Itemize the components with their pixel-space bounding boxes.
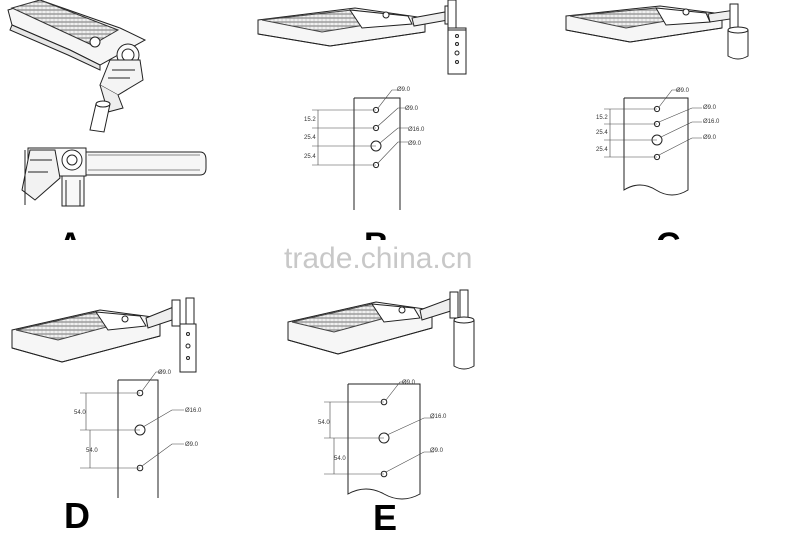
panel-e-bracket [419,289,469,321]
panel-e-hole-label-1: Ø9.0 [402,380,416,386]
panel-d-hole-label-1: Ø9.0 [158,370,172,376]
panel-e-dim-2: 54.0 [334,456,346,462]
panel-a-fixture-top [7,0,147,71]
panel-d-hole-label-3: Ø9.0 [185,442,199,448]
watermark: trade.china.cn [284,242,472,275]
panel-d-labels: Ø9.0 Ø16.0 Ø9.0 54.0 54.0 [74,370,202,454]
panel-d [11,297,197,498]
panel-d-hole-label-2: Ø16.0 [185,408,202,414]
panel-d-letter: D [64,495,90,534]
panel-c-hole-label-2: Ø9.0 [703,105,717,111]
panel-c-post [727,26,749,60]
panel-b-drilling-template [312,89,408,210]
panel-d-fixture [11,309,161,363]
panel-b-hole-label-3: Ø16.0 [408,127,425,133]
panel-c-fixture [565,5,723,43]
panel-b-hole-label-1: Ø9.0 [397,87,411,93]
panel-e-hole-label-3: Ø9.0 [430,448,444,454]
panel-a-letter-crop [40,240,100,270]
panel-c-hole-label-4: Ø9.0 [703,135,717,141]
panel-b-hole-label-2: Ø9.0 [405,106,419,112]
panel-b-bracket [411,0,457,29]
panel-c-dim-2: 25.4 [596,130,608,136]
panel-c-letter-crop [645,240,705,270]
panel-c-dim-3: 25.4 [596,147,608,153]
panel-b-post [447,27,467,75]
panel-c-hole-label-1: Ø9.0 [676,88,690,94]
panel-b-fixture [257,7,426,47]
panel-c-drilling-template [604,89,702,196]
panel-e-hole-label-2: Ø16.0 [430,414,447,420]
panel-d-dim-2: 54.0 [86,448,98,454]
panel-b-dim-3: 25.4 [304,154,316,160]
panel-b-dim-1: 15.2 [304,117,316,123]
panel-d-dim-1: 54.0 [74,410,86,416]
panel-d-drilling-template [80,371,184,498]
panel-d-post [179,323,197,373]
panel-e-drilling-template [324,381,434,500]
panel-a-knuckle-bottom [21,147,87,207]
panel-b-dim-2: 25.4 [304,135,316,141]
panel-b-letter-crop [350,240,410,270]
panel-e-labels: Ø9.0 Ø16.0 Ø9.0 54.0 54.0 [318,380,447,462]
panel-e-post [453,316,475,370]
panel-d-bracket [145,297,195,329]
panel-b [257,0,467,210]
panel-e-letter: E [373,497,397,534]
panel-b-labels: Ø9.0 Ø9.0 Ø16.0 Ø9.0 15.2 25.4 25.4 [304,87,425,160]
panel-c-hole-label-3: Ø16.0 [703,119,720,125]
panel-e-fixture [287,301,433,355]
panel-a-knuckle-top [99,43,144,113]
panel-a-pole-top [89,100,111,133]
panel-a [7,0,207,207]
panel-e-dim-1: 54.0 [318,420,330,426]
panel-c-dim-1: 15.2 [596,115,608,121]
panel-c-labels: Ø9.0 Ø9.0 Ø16.0 Ø9.0 15.2 25.4 25.4 [596,88,720,153]
panel-a-fixture-bottom [84,151,207,176]
panel-b-hole-label-4: Ø9.0 [408,141,422,147]
panel-c [565,3,749,196]
panel-e [287,289,475,500]
